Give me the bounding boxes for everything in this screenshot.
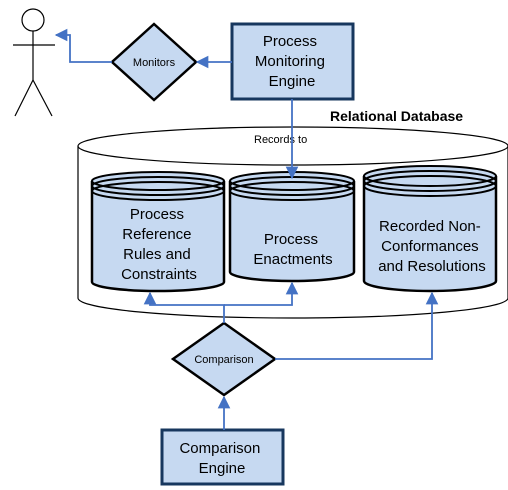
svg-text:Process Reference: Process Reference Rules and Constraints — [121, 206, 197, 283]
cyl-rules-line-3: Rules and — [123, 246, 191, 263]
cylinder-recorded-nonconformances: Recorded Non- Conformances and Resolutio… — [362, 165, 498, 293]
records-to-label: Records to — [254, 134, 307, 146]
comparison-diamond[interactable]: Comparison — [170, 321, 278, 397]
svg-text:Comparison Engine: Comparison Engine — [179, 440, 264, 477]
svg-text:Process Monitoring: Process Monitoring Engine — [255, 33, 329, 90]
comparison-engine-box[interactable]: Comparison Engine — [160, 428, 285, 486]
connector-comparison-to-enactments — [224, 281, 299, 306]
monitors-label: Monitors — [133, 57, 176, 69]
cyl-rules-line-1: Process — [130, 206, 184, 223]
svg-text:Process Enactments: Process Enactments — [253, 231, 332, 268]
process-monitoring-engine-box[interactable]: Process Monitoring Engine — [230, 22, 355, 101]
connector-comparison-to-nonconformances — [275, 291, 439, 360]
database-top — [77, 126, 508, 166]
cyl-rules-line-2: Reference — [122, 226, 191, 243]
cyl-rules-line-4: Constraints — [121, 266, 197, 283]
cyl-nonconf-line-1: Recorded Non- — [379, 218, 481, 235]
cyl-nonconf-line-2: Conformances — [381, 238, 479, 255]
cylinder-process-reference-rules: Process Reference Rules and Constraints — [90, 171, 226, 293]
pme-line-3: Engine — [269, 73, 316, 90]
pme-line-2: Monitoring — [255, 53, 325, 70]
actor-stick-figure — [13, 8, 55, 117]
cyl-enact-line-1: Process — [264, 231, 318, 248]
arrow-monitors-to-actor — [54, 28, 112, 63]
database-title: Relational Database — [330, 108, 463, 124]
ce-line-1: Comparison — [179, 440, 260, 457]
cyl-nonconf-line-3: and Resolutions — [378, 258, 486, 275]
pme-line-1: Process — [263, 33, 317, 50]
connector-comparison-to-rules — [143, 291, 225, 323]
cylinder-process-enactments: Process Enactments — [228, 171, 356, 283]
svg-text:Recorded Non- Conformanc: Recorded Non- Conformances and Resolutio… — [378, 218, 486, 275]
cyl-enact-line-2: Enactments — [253, 251, 332, 268]
ce-line-2: Engine — [199, 460, 246, 477]
comparison-label: Comparison — [194, 354, 253, 366]
monitors-diamond[interactable]: Monitors — [110, 22, 198, 102]
